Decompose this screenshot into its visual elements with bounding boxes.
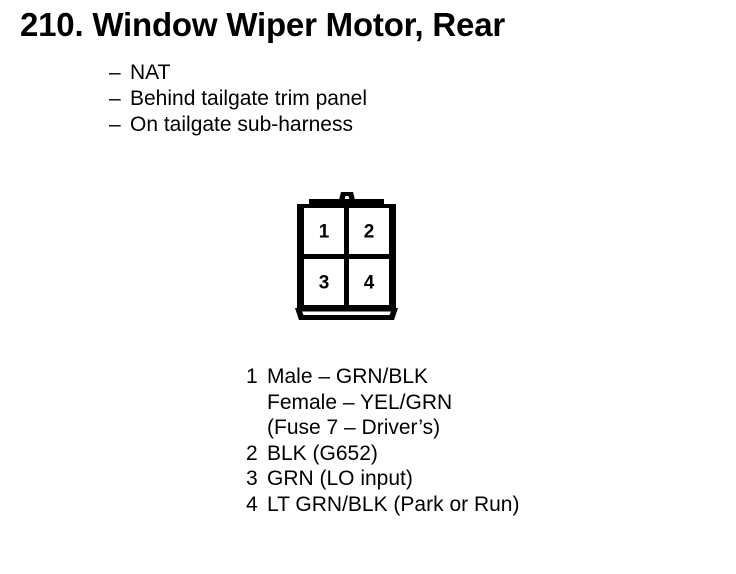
pin-number-3: 3 (319, 273, 330, 294)
legend-entry-pin-1: 1 Male – GRN/BLK Female – YEL/GRN (Fuse … (246, 364, 519, 441)
pin-legend: 1 Male – GRN/BLK Female – YEL/GRN (Fuse … (246, 364, 519, 517)
legend-pin-number: 1 (246, 365, 258, 388)
legend-pin-number: 2 (246, 441, 258, 465)
legend-line: BLK (G652) (267, 441, 378, 465)
base-bar-slot (302, 311, 391, 315)
list-item: – NAT (109, 60, 367, 86)
dash-bullet-icon: – (109, 61, 121, 84)
list-item-label: NAT (130, 61, 171, 84)
location-notes-list: – NAT – Behind tailgate trim panel – On … (109, 60, 367, 138)
legend-line: (Fuse 7 – Driver’s) (267, 416, 441, 439)
pin-cavity-4 (349, 259, 389, 305)
page-title: 210. Window Wiper Motor, Rear (20, 6, 506, 43)
legend-entry-pin-3: 3 GRN (LO input) (246, 466, 519, 492)
list-item: – Behind tailgate trim panel (109, 86, 367, 112)
pin-number-2: 2 (364, 222, 375, 243)
dash-bullet-icon: – (109, 87, 121, 110)
legend-pin-number: 4 (246, 492, 258, 516)
legend-entry-pin-4: 4 LT GRN/BLK (Park or Run) (246, 492, 519, 518)
pin-number-1: 1 (319, 222, 330, 243)
pin-cavity-3 (304, 259, 344, 305)
connector-diagram: 1 2 3 4 (288, 182, 424, 322)
corner-notch-left (304, 208, 309, 212)
legend-pin-number: 3 (246, 467, 258, 490)
legend-line: Female – YEL/GRN (267, 390, 453, 414)
pin-cavity-1 (304, 208, 344, 254)
legend-line: LT GRN/BLK (Park or Run) (267, 492, 520, 516)
legend-entry-pin-2: 2 BLK (G652) (246, 441, 519, 467)
legend-line: GRN (LO input) (267, 467, 413, 490)
legend-line: Male – GRN/BLK (267, 365, 429, 388)
pin-cavity-2 (349, 208, 389, 254)
list-item-label: On tailgate sub-harness (130, 113, 353, 136)
pin-number-4: 4 (364, 273, 375, 294)
corner-notch-right (384, 208, 389, 212)
list-item: – On tailgate sub-harness (109, 112, 367, 138)
dash-bullet-icon: – (109, 113, 121, 136)
list-item-label: Behind tailgate trim panel (130, 87, 367, 110)
